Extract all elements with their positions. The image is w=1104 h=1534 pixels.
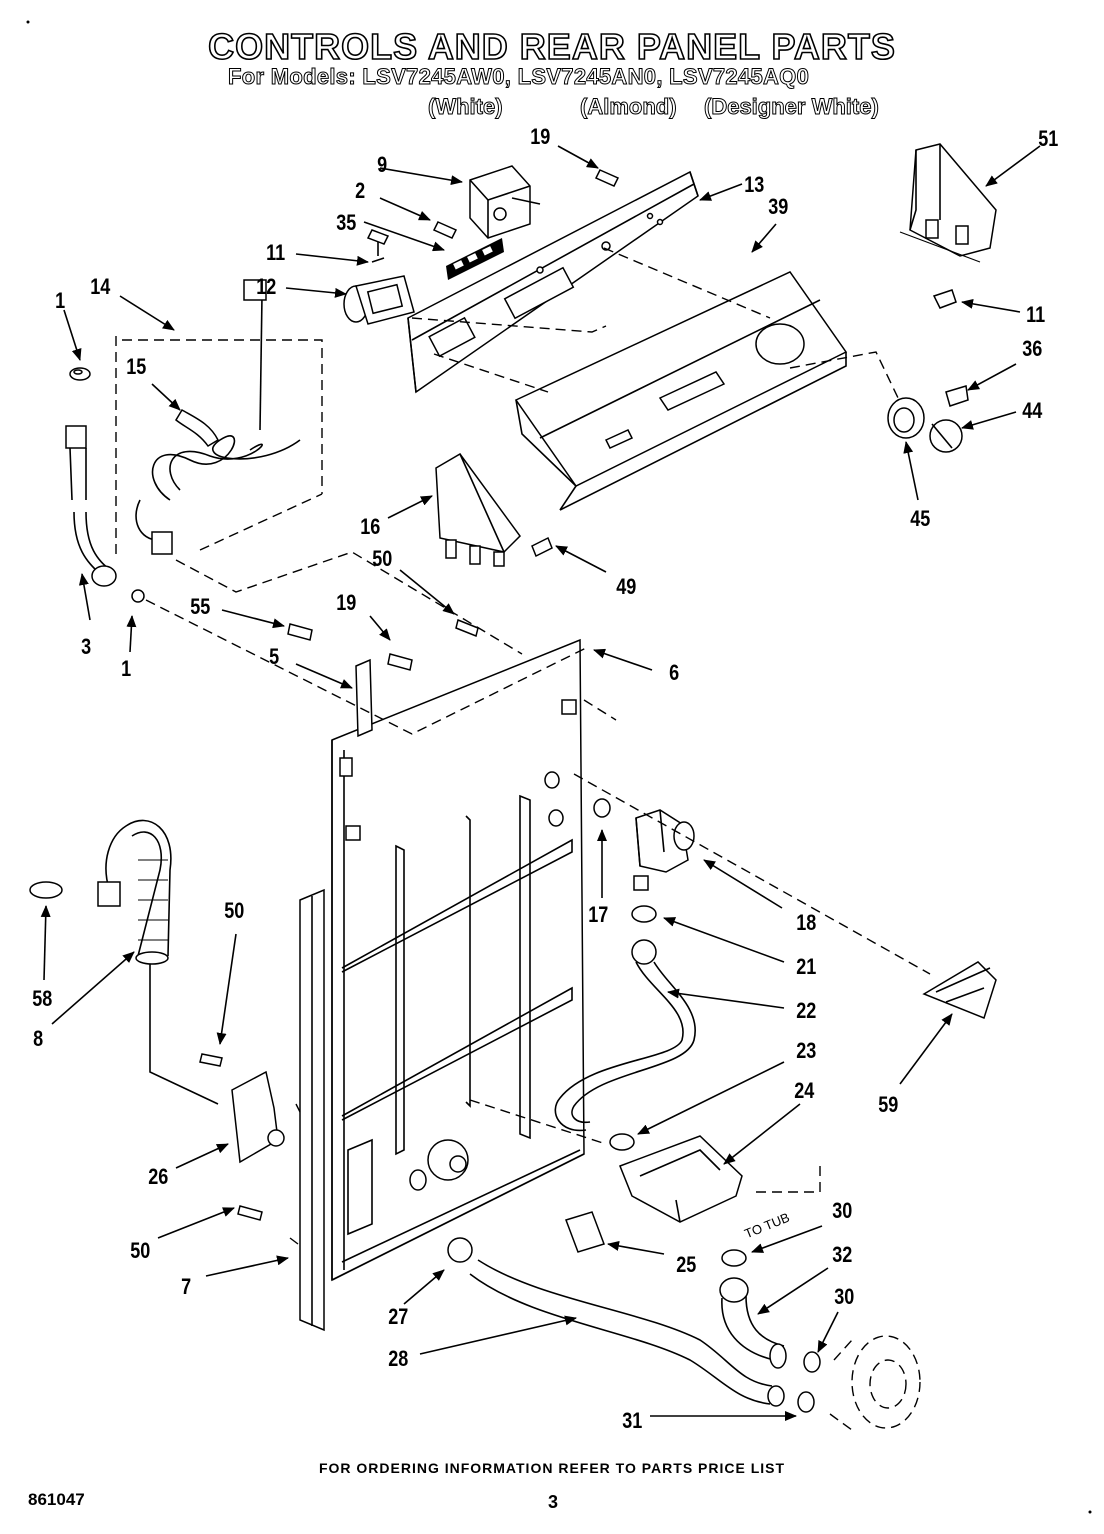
callout-58: 58 — [32, 987, 52, 1011]
callout-13: 13 — [744, 173, 764, 197]
control-knob — [887, 397, 963, 453]
callout-1-top: 1 — [55, 289, 65, 313]
callout-26: 26 — [148, 1165, 168, 1189]
console-end-support — [435, 453, 553, 567]
callout-49: 49 — [616, 575, 636, 599]
water-level-switch — [343, 240, 415, 325]
callout-32: 32 — [832, 1243, 852, 1267]
callout-22: 22 — [796, 999, 816, 1023]
callout-45: 45 — [910, 507, 930, 531]
callout-30-bottom: 30 — [834, 1285, 854, 1309]
callout-6: 6 — [669, 661, 679, 685]
callout-21: 21 — [796, 955, 816, 979]
console-bracket — [407, 170, 699, 394]
callout-8: 8 — [33, 1027, 43, 1051]
callout-16: 16 — [360, 515, 380, 539]
assembly-lines — [145, 247, 931, 1245]
callout-23: 23 — [796, 1039, 816, 1063]
rear-panel — [331, 638, 585, 1282]
variant-almond: (Almond) — [580, 94, 678, 120]
callout-35: 35 — [336, 211, 356, 235]
timer — [469, 165, 541, 239]
drain-hose — [447, 1237, 785, 1407]
callout-19-mid: 19 — [336, 591, 356, 615]
callout-27: 27 — [388, 1305, 408, 1329]
callout-1-bottom: 1 — [121, 657, 131, 681]
inlet-hose — [65, 367, 145, 603]
power-cord-assembly — [115, 279, 323, 556]
wire-connector — [565, 1211, 605, 1253]
variant-designer-white: (Designer White) — [704, 94, 880, 120]
callout-31: 31 — [622, 1409, 642, 1433]
callout-11-right: 11 — [1026, 303, 1045, 327]
callout-36: 36 — [1022, 337, 1042, 361]
callout-51: 51 — [1038, 127, 1058, 151]
ordering-note: FOR ORDERING INFORMATION REFER TO PARTS … — [318, 1460, 786, 1476]
hose-bracket — [619, 1135, 743, 1223]
water-mixing-valve — [593, 798, 695, 891]
document-number: 861047 — [28, 1490, 85, 1509]
callout-28: 28 — [388, 1347, 408, 1371]
callout-9: 9 — [377, 153, 387, 177]
control-panel — [514, 271, 848, 511]
panel-screws — [287, 618, 479, 738]
callout-11-left: 11 — [266, 241, 285, 265]
model-numbers: For Models: LSV7245AW0, LSV7245AN0, LSV7… — [227, 64, 810, 90]
callout-2: 2 — [355, 179, 365, 203]
callout-labels: 19 9 2 13 39 51 35 11 12 14 1 15 11 36 4… — [32, 125, 1058, 1433]
callout-39: 39 — [768, 195, 788, 219]
console-screws — [366, 169, 969, 407]
drain-hose-outlet — [29, 819, 219, 1105]
callout-30-top: 30 — [832, 1199, 852, 1223]
label-plate — [446, 238, 504, 280]
callout-59: 59 — [878, 1093, 898, 1117]
callout-15: 15 — [126, 355, 146, 379]
callout-12: 12 — [256, 275, 276, 299]
callout-50-bottom: 50 — [130, 1239, 150, 1263]
callout-14: 14 — [90, 275, 111, 299]
callout-18: 18 — [796, 911, 816, 935]
callout-5: 5 — [269, 645, 279, 669]
valve-hose — [554, 905, 696, 1151]
callout-17: 17 — [588, 903, 608, 927]
callout-3: 3 — [81, 635, 91, 659]
pump-hose — [719, 1249, 821, 1413]
callout-25: 25 — [676, 1253, 696, 1277]
callout-44: 44 — [1022, 399, 1043, 423]
console-end-cap — [899, 143, 997, 263]
callout-7: 7 — [181, 1275, 191, 1299]
callout-50-top: 50 — [372, 547, 392, 571]
callout-24: 24 — [794, 1079, 815, 1103]
tub-bracket — [922, 961, 997, 1019]
callout-leaders — [40, 145, 1041, 1421]
rear-panel-side-trim — [299, 888, 325, 1332]
drain-pump — [829, 1335, 921, 1431]
callout-55: 55 — [190, 595, 210, 619]
page-title: CONTROLS AND REAR PANEL PARTS — [207, 25, 896, 68]
callout-19-top: 19 — [530, 125, 550, 149]
variant-white: (White) — [428, 94, 504, 120]
page-number: 3 — [548, 1492, 559, 1512]
callout-50-left: 50 — [224, 899, 244, 923]
to-tub-label: TO TUB — [742, 1210, 791, 1242]
drain-hose-bracket — [199, 1053, 285, 1221]
